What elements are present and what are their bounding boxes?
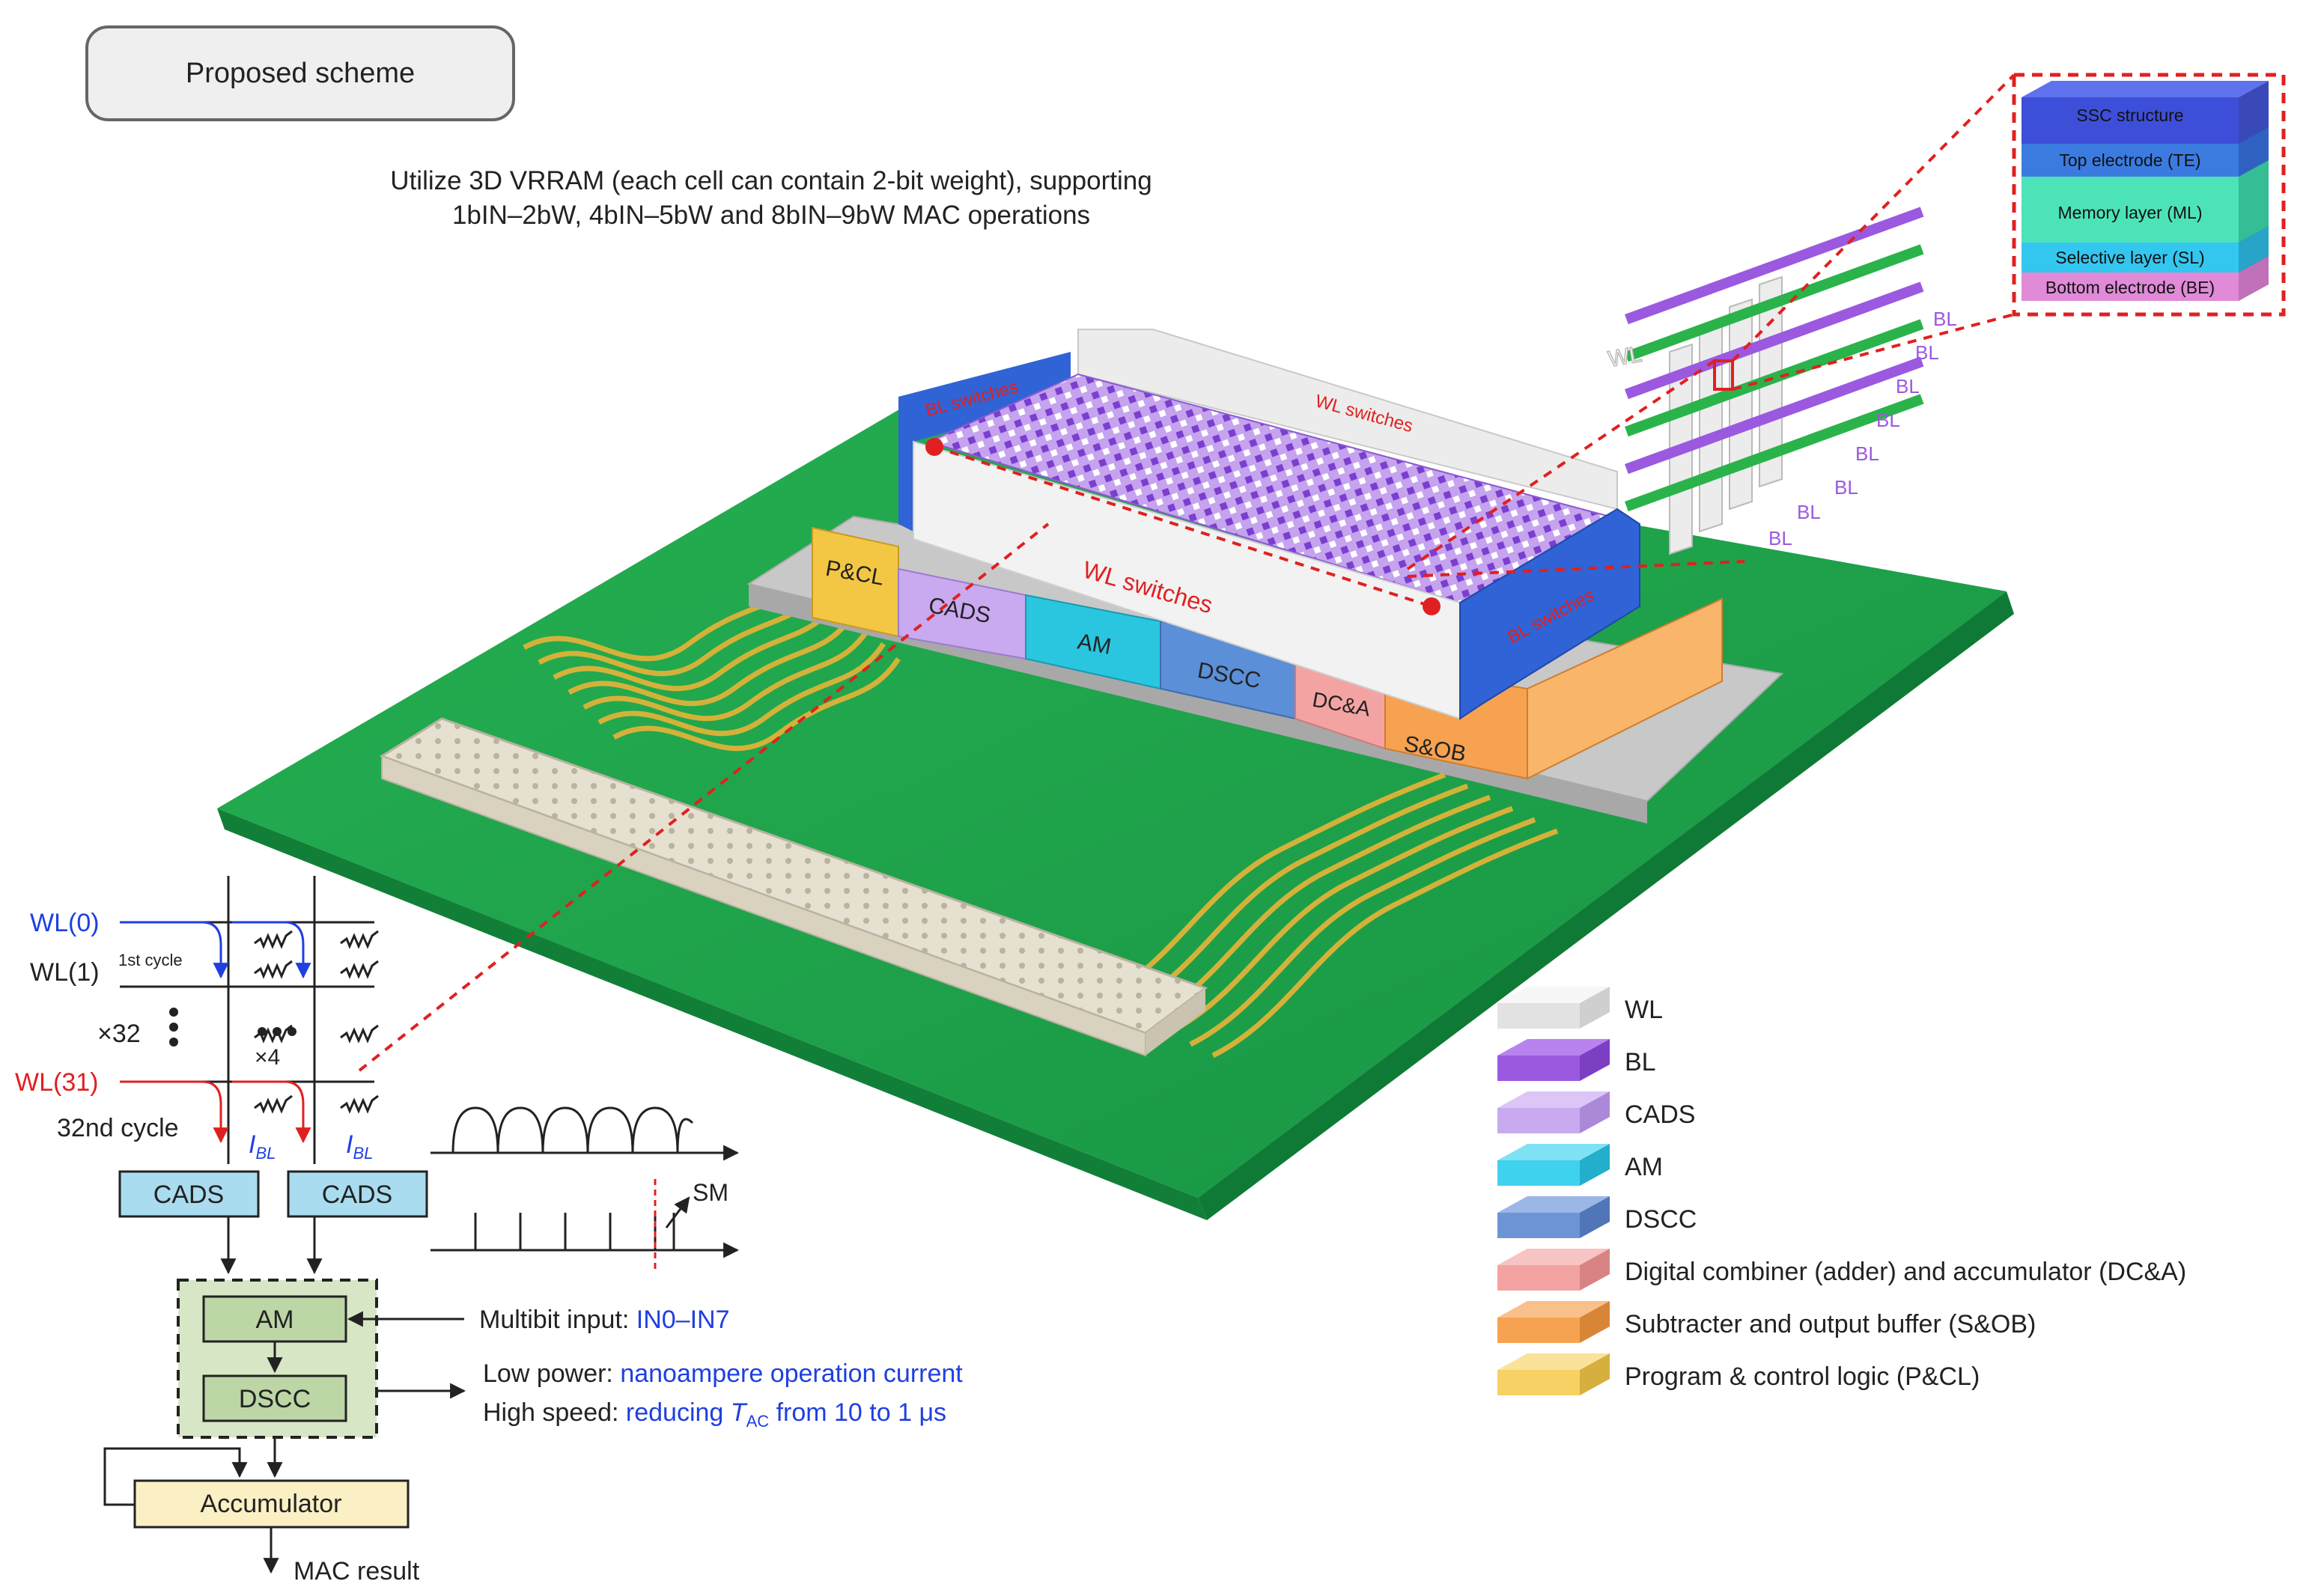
bl-label: BL <box>1896 375 1920 398</box>
wl-switches-top: WL switches <box>1077 329 1618 511</box>
am-label: AM <box>256 1306 294 1334</box>
cell-stack-inset: SSC structure Top electrode (TE) Memory … <box>2012 73 2286 317</box>
cads-right-box <box>287 1170 428 1218</box>
scheme-label: Proposed scheme <box>186 58 415 89</box>
zoom-connectors <box>1406 73 2016 578</box>
legend-label: Subtracter and output buffer (S&OB) <box>1625 1310 2036 1338</box>
layer-be-label: Bottom electrode (BE) <box>2045 278 2215 297</box>
ibl-right-label: IBL <box>346 1130 373 1163</box>
am-box <box>202 1295 347 1343</box>
schematic-connector <box>358 523 1050 1072</box>
wl0-label: WL(0) <box>30 909 100 937</box>
connector <box>379 717 1208 1057</box>
cycle32-label: 32nd cycle <box>57 1114 179 1142</box>
traces-bottom <box>1099 772 1559 1059</box>
bl-switches-right: BL switches <box>1459 508 1640 720</box>
bl-label: BL <box>1834 476 1858 499</box>
bl-label: BL <box>1915 341 1939 364</box>
first-cycle-label: 1st cycle <box>118 951 183 969</box>
block-pcl: P&CL <box>812 526 899 638</box>
x4-label: ×4 <box>255 1045 280 1070</box>
cads-left-box <box>118 1170 260 1218</box>
legend-label: BL <box>1625 1048 1656 1076</box>
array-3d-zoom: WL <box>1606 207 1924 555</box>
legend-item-cads: CADS <box>1497 1091 1695 1133</box>
circuit-schematic: WL(0) WL(1) 1st cycle ×32 ×4 WL(31) 32nd… <box>15 523 1050 1586</box>
legend: WL BL CADS AM DSCC Digital combiner (add… <box>1497 987 2186 1395</box>
dscc-label: DSCC <box>239 1385 311 1413</box>
bl-label: BL <box>1876 409 1900 431</box>
bl-label: BL <box>1855 442 1879 465</box>
legend-label: CADS <box>1625 1100 1695 1129</box>
legend-label: WL <box>1625 996 1663 1024</box>
cads-right-label: CADS <box>322 1181 392 1209</box>
array-wl-label: WL <box>1606 342 1643 372</box>
dscc-box <box>202 1374 347 1422</box>
scheme-label-box: Proposed scheme <box>85 25 515 121</box>
wl1-label: WL(1) <box>30 958 100 987</box>
horizontal-dots-icon <box>258 1027 296 1036</box>
block-am: AM <box>1025 594 1161 690</box>
legend-item-wl: WL <box>1497 987 1663 1029</box>
layer-sl-label: Selective layer (SL) <box>2055 248 2204 267</box>
layer-te-label: Top electrode (TE) <box>2059 150 2200 170</box>
waveform-top <box>431 1106 740 1161</box>
legend-item-am: AM <box>1497 1144 1663 1186</box>
description-line-1: Utilize 3D VRRAM (each cell can contain … <box>390 166 1152 195</box>
bl-label: BL <box>1768 527 1792 549</box>
legend-label: Program & control logic (P&CL) <box>1625 1362 1980 1391</box>
resistor-icons <box>254 930 379 1114</box>
mac-result-label: MAC result <box>293 1557 420 1586</box>
legend-label: AM <box>1625 1153 1663 1181</box>
layer-ml-label: Memory layer (ML) <box>2058 203 2203 222</box>
waveform-bottom <box>431 1179 740 1269</box>
input-text: Multibit input: IN0–IN7 <box>479 1306 730 1334</box>
legend-label: DSCC <box>1625 1205 1697 1234</box>
speed-text: High speed: reducing TAC from 10 to 1 μs <box>483 1398 946 1431</box>
legend-item-pcl: Program & control logic (P&CL) <box>1497 1353 1980 1395</box>
ibl-left-label: IBL <box>249 1130 276 1163</box>
marker-dot-right <box>1423 597 1441 615</box>
block-cads: CADS <box>898 567 1026 660</box>
block-am-label: AM <box>1076 629 1113 659</box>
sm-label: SM <box>693 1179 728 1206</box>
cads-left-label: CADS <box>153 1181 224 1209</box>
vertical-dots-icon <box>169 1008 178 1047</box>
bl-label: BL <box>1797 501 1821 523</box>
x32-label: ×32 <box>97 1020 141 1048</box>
power-text: Low power: nanoampere operation current <box>483 1359 963 1388</box>
marker-line-array <box>934 445 1432 608</box>
accumulator-label: Accumulator <box>201 1490 342 1518</box>
description-line-2: 1bIN–2bW, 4bIN–5bW and 8bIN–9bW MAC oper… <box>452 201 1090 230</box>
block-sob-side <box>1527 597 1723 780</box>
bl-bars <box>1624 207 1924 512</box>
legend-item-dscc: DSCC <box>1497 1196 1697 1238</box>
layer-ssc-label: SSC structure <box>2076 106 2183 125</box>
legend-item-dca: Digital combiner (adder) and accumulator… <box>1497 1249 2186 1291</box>
legend-item-bl: BL <box>1497 1039 1656 1081</box>
array-bl-labels: BL BL BL BL BL BL BL BL <box>1768 308 1957 549</box>
legend-item-sob: Subtracter and output buffer (S&OB) <box>1497 1301 2036 1343</box>
wl31-label: WL(31) <box>15 1068 98 1097</box>
bl-label: BL <box>1933 308 1957 330</box>
zoom-cell-box <box>1713 359 1734 391</box>
legend-label: Digital combiner (adder) and accumulator… <box>1625 1258 2186 1286</box>
